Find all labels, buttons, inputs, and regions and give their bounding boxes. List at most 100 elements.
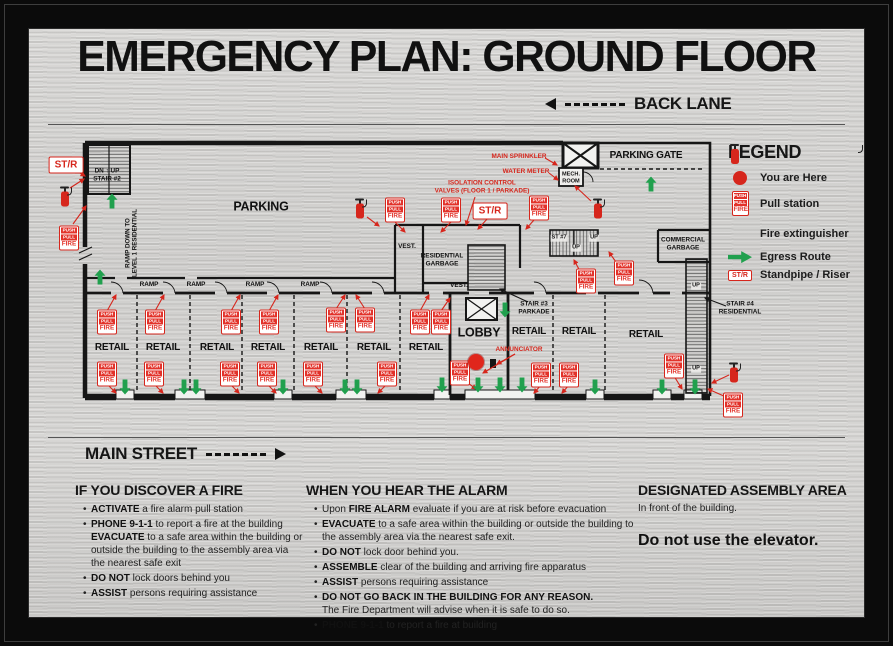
leader-line xyxy=(268,294,279,312)
bullet-item: PHONE 9-1-1 to report a fire at building xyxy=(314,619,636,632)
legend: LEGEND You are Here PUSH PULL FIRE Pull … xyxy=(728,142,863,287)
legend-label: You are Here xyxy=(760,172,828,184)
bullet-item: EVACUATE to a safe area within the build… xyxy=(314,518,636,544)
divider-bottom xyxy=(48,437,845,438)
standpipe-icon: ST/R xyxy=(472,202,508,220)
plan-label: WATER METER xyxy=(502,168,550,176)
bullet-item: Upon FIRE ALARM evaluate if you are at r… xyxy=(314,503,636,516)
leader-line xyxy=(548,172,559,181)
legend-label: Egress Route xyxy=(760,251,831,264)
egress-arrow-icon xyxy=(690,380,701,395)
standpipe-icon: ST/R xyxy=(48,156,84,174)
plan-label: STAIR #4 RESIDENTIAL xyxy=(718,300,762,315)
fire-extinguisher-icon xyxy=(353,197,367,220)
section-assembly-area: DESIGNATED ASSEMBLY AREA In front of the… xyxy=(638,482,853,550)
egress-arrow-icon xyxy=(179,380,190,395)
legend-item-standpipe: ST/R Standpipe / Riser xyxy=(728,269,863,281)
plan-label: RESIDENTIAL GARBAGE xyxy=(420,252,464,267)
elevator-warning: Do not use the elevator. xyxy=(638,532,819,549)
plan-label: RETAIL xyxy=(561,326,597,338)
egress-arrow-icon xyxy=(590,380,601,395)
plan-label: RETAIL xyxy=(250,342,286,354)
main-street-label: MAIN STREET xyxy=(85,444,286,464)
you-are-here-icon xyxy=(733,171,747,185)
plan-label: UP xyxy=(691,365,701,373)
legend-item-extinguisher: Fire extinguisher xyxy=(728,143,863,245)
leader-line xyxy=(419,294,430,312)
plan-label: ANNUNCIATOR xyxy=(495,346,543,354)
fire-extinguisher-icon xyxy=(58,185,72,208)
bullet-item: DO NOT GO BACK IN THE BUILDING FOR ANY R… xyxy=(314,591,636,617)
bullet-list: ACTIVATE a fire alarm pull stationPHONE … xyxy=(75,503,305,600)
plan-label: RETAIL xyxy=(356,342,392,354)
plan-label: PARKING GATE xyxy=(609,150,683,162)
egress-arrow-icon xyxy=(517,378,528,393)
arrow-left-icon xyxy=(545,98,556,110)
leader-line xyxy=(544,157,558,166)
leader-line xyxy=(394,221,406,233)
leader-line xyxy=(711,374,730,384)
plan-label: RETAIL xyxy=(628,329,664,341)
bullet-item: ASSEMBLE clear of the building and arriv… xyxy=(314,561,636,574)
leader-line xyxy=(335,294,346,310)
leader-line xyxy=(230,294,241,312)
egress-arrow-icon xyxy=(340,380,351,395)
plan-label: PARKING xyxy=(233,199,289,214)
section-title: WHEN YOU HEAR THE ALARM xyxy=(306,482,508,498)
fire-extinguisher-icon xyxy=(727,361,741,384)
plan-label: RAMP xyxy=(245,281,265,289)
egress-arrow-icon xyxy=(106,193,118,209)
section-title: IF YOU DISCOVER A FIRE xyxy=(75,482,243,498)
plan-label: VEST. xyxy=(398,243,416,251)
back-lane-text: BACK LANE xyxy=(634,94,732,113)
leader-line xyxy=(703,296,727,307)
dashed-line xyxy=(205,452,266,456)
bullet-item: PHONE 9-1-1 to report a fire at the buil… xyxy=(83,518,305,570)
plan-label: UP xyxy=(571,244,581,252)
legend-item-you-are-here: You are Here xyxy=(728,171,863,185)
plan-label: VEST. xyxy=(450,282,468,290)
plan-label: DN ↑ UP STAIR #2 xyxy=(93,167,121,182)
plan-label: UP xyxy=(589,234,599,242)
egress-arrow-icon xyxy=(500,303,511,318)
leader-line xyxy=(477,217,489,230)
pull-station-icon: PUSH PULL FIRE xyxy=(731,191,749,217)
leader-line xyxy=(72,205,87,225)
main-street-text: MAIN STREET xyxy=(85,444,197,463)
leader-line xyxy=(482,353,516,374)
floor-plan-linework xyxy=(69,140,730,401)
plan-label: RETAIL xyxy=(408,342,444,354)
bullet-item: ASSIST persons requiring assistance xyxy=(83,587,305,600)
legend-label: Standpipe / Riser xyxy=(760,269,850,282)
plan-label: RAMP xyxy=(139,281,159,289)
plan-label: LOBBY xyxy=(457,325,501,340)
plan-label: STAIR #3 PARKADE xyxy=(518,300,550,315)
legend-label: Fire extinguisher xyxy=(760,227,849,240)
leader-line xyxy=(154,294,165,312)
bullet-item: DO NOT lock doors behind you xyxy=(83,572,305,585)
bullet-item: DO NOT lock door behind you. xyxy=(314,546,636,559)
leader-line xyxy=(525,219,535,230)
plan-label: RETAIL xyxy=(94,342,130,354)
plan-label: RETAIL xyxy=(303,342,339,354)
